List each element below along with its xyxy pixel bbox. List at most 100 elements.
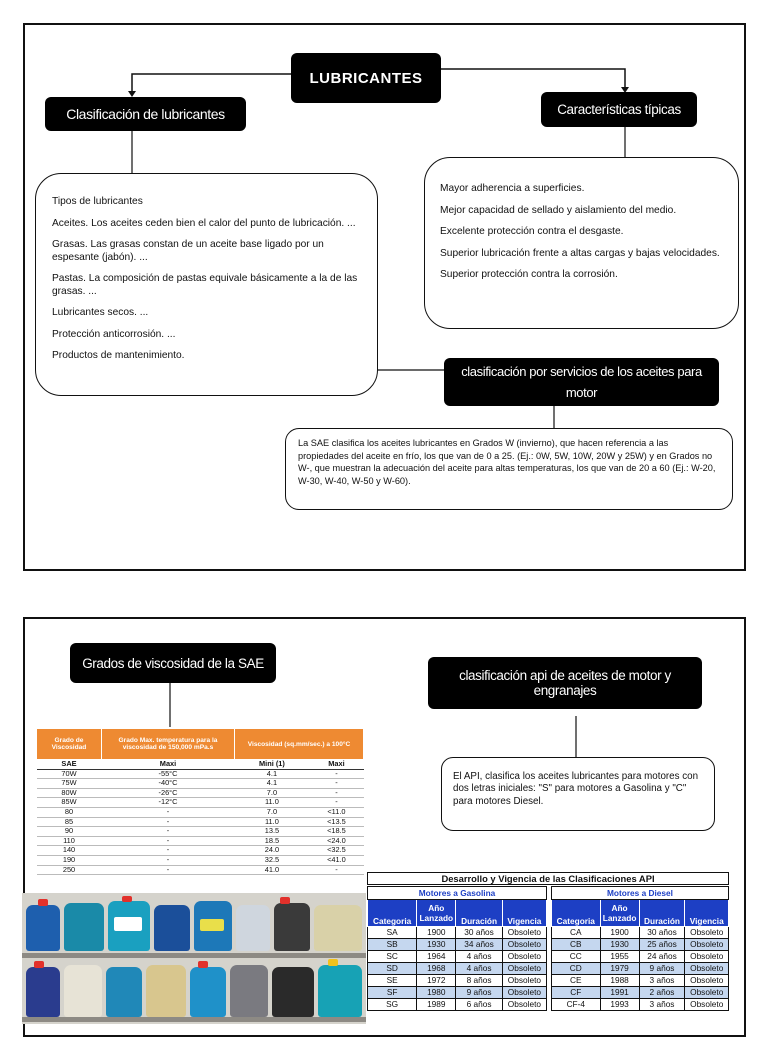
table-cell: 1988 xyxy=(600,975,639,987)
table-cell: Obsoleto xyxy=(685,963,729,975)
box-caracteristicas: Mayor adherencia a superficies. Mejor ca… xyxy=(424,157,739,329)
table-cell: SA xyxy=(368,927,417,939)
oil-bottle xyxy=(106,967,142,1017)
bottle-cap xyxy=(38,899,48,906)
oil-bottle xyxy=(314,905,362,951)
table-cell: 1991 xyxy=(600,987,639,999)
oil-bottle xyxy=(26,905,60,951)
bottle-cap xyxy=(198,961,208,968)
table-cell: SF xyxy=(368,987,417,999)
table-cell: Obsoleto xyxy=(685,951,729,963)
oil-bottle xyxy=(230,965,268,1017)
list-item: Mejor capacidad de sellado y aislamiento… xyxy=(440,205,723,218)
title-text: LUBRICANTES xyxy=(310,70,423,87)
table-cell: 1900 xyxy=(600,927,639,939)
table-cell: SB xyxy=(368,939,417,951)
table-cell: Obsoleto xyxy=(502,975,546,987)
table-cell: 1968 xyxy=(417,963,456,975)
table-cell: Obsoleto xyxy=(502,987,546,999)
table-cell: 2 años xyxy=(639,987,685,999)
list-item: Grasas. Las grasas constan de un aceite … xyxy=(52,239,361,264)
box-api-text: El API, clasifica los aceites lubricante… xyxy=(441,757,715,831)
list-item: Superior lubricación frente a altas carg… xyxy=(440,248,723,261)
table-cell: 140 xyxy=(37,846,102,856)
shelf-divider xyxy=(22,1017,366,1022)
table-cell: - xyxy=(309,779,363,789)
table-cell: SE xyxy=(368,975,417,987)
table-cell: SG xyxy=(368,999,417,1011)
table-cell: CB xyxy=(552,939,601,951)
bottle-label xyxy=(200,919,224,931)
heading-servicios-text: clasificación por servicios de los aceit… xyxy=(458,361,705,403)
table-cell: Obsoleto xyxy=(502,999,546,1011)
table-row: 140-24.0<32.5 xyxy=(37,846,364,856)
heading-servicios: clasificación por servicios de los aceit… xyxy=(444,358,719,406)
table-cell: 34 años xyxy=(456,939,503,951)
table-cell: 80 xyxy=(37,807,102,817)
list-item: Lubricantes secos. ... xyxy=(52,307,361,320)
sae-subheader: Maxi xyxy=(102,760,235,770)
list-item: Pastas. La composición de pastas equival… xyxy=(52,273,361,298)
oil-bottle xyxy=(274,903,310,951)
table-cell: 25 años xyxy=(639,939,685,951)
sae-header: Viscosidad (sq.mm/sec.) a 100°C xyxy=(235,729,364,760)
sae-subheader: SAE xyxy=(37,760,102,770)
table-row: SC19644 añosObsoleto xyxy=(368,951,547,963)
table-cell: -40°C xyxy=(102,779,235,789)
table-cell: <41.0 xyxy=(309,855,363,865)
sae-subheader: Mini (1) xyxy=(235,760,310,770)
table-cell: 250 xyxy=(37,865,102,875)
table-cell: CF-4 xyxy=(552,999,601,1011)
table-cell: CD xyxy=(552,963,601,975)
table-cell: 1930 xyxy=(600,939,639,951)
api-description: El API, clasifica los aceites lubricante… xyxy=(453,771,703,808)
table-row: 90-13.5<18.5 xyxy=(37,827,364,837)
list-item: Aceites. Los aceites ceden bien el calor… xyxy=(52,218,361,231)
table-cell: Obsoleto xyxy=(685,939,729,951)
table-cell: 4 años xyxy=(456,951,503,963)
table-row: SA190030 añosObsoleto xyxy=(368,927,547,939)
list-item: Protección anticorrosión. ... xyxy=(52,329,361,342)
column-header: Duración xyxy=(456,900,503,927)
table-cell: Obsoleto xyxy=(502,939,546,951)
column-header: Vigencia xyxy=(502,900,546,927)
heading-grados-viscosidad: Grados de viscosidad de la SAE xyxy=(70,643,276,683)
title-lubricantes: LUBRICANTES xyxy=(291,53,441,103)
table-cell: 1980 xyxy=(417,987,456,999)
oil-bottle xyxy=(154,905,190,951)
table-cell: 75W xyxy=(37,779,102,789)
api-gasoline-table: Motores a Gasolina Categoria Año Lanzado… xyxy=(367,886,547,1011)
list-item: Excelente protección contra el desgaste. xyxy=(440,226,723,239)
table-cell: <11.0 xyxy=(309,807,363,817)
box-sae-text: La SAE clasifica los aceites lubricantes… xyxy=(285,428,733,510)
sae-subheader: Maxi xyxy=(309,760,363,770)
table-cell: Obsoleto xyxy=(502,951,546,963)
table-row: SE19728 añosObsoleto xyxy=(368,975,547,987)
column-header: Año Lanzado xyxy=(600,900,639,927)
table-cell: Obsoleto xyxy=(685,975,729,987)
column-header: Duración xyxy=(639,900,685,927)
table-cell: 9 años xyxy=(639,963,685,975)
shelf-divider xyxy=(22,953,366,958)
table-cell: CF xyxy=(552,987,601,999)
table-cell: Obsoleto xyxy=(685,927,729,939)
table-cell: 9 años xyxy=(456,987,503,999)
table-row: 250-41.0- xyxy=(37,865,364,875)
table-row: SB193034 añosObsoleto xyxy=(368,939,547,951)
service-description: La SAE clasifica los aceites lubricantes… xyxy=(298,437,720,487)
oil-bottle xyxy=(236,905,270,951)
table-cell: 30 años xyxy=(456,927,503,939)
table-cell: 24 años xyxy=(639,951,685,963)
table-cell: - xyxy=(102,807,235,817)
table-cell: 1955 xyxy=(600,951,639,963)
sae-header: Grado Max. temperatura para la viscosida… xyxy=(102,729,235,760)
table-cell: - xyxy=(102,827,235,837)
oil-bottle xyxy=(272,967,314,1017)
table-cell: 7.0 xyxy=(235,807,310,817)
oil-bottle xyxy=(146,965,186,1017)
